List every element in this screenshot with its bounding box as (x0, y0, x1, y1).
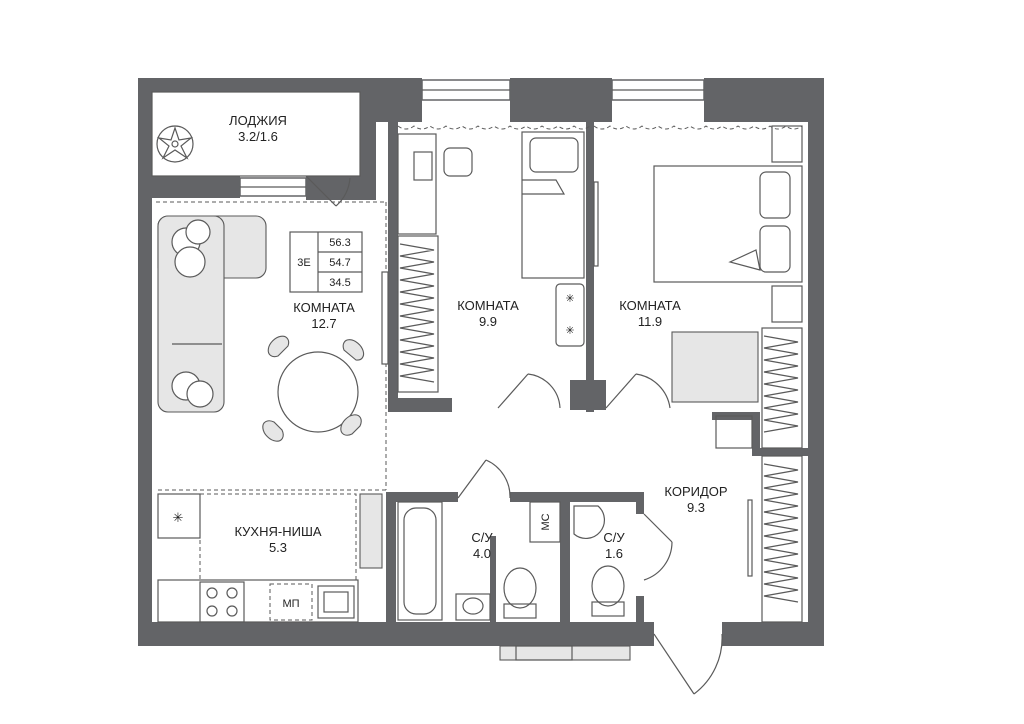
room-right-door[interactable] (605, 373, 671, 409)
sink-icon (317, 585, 355, 619)
bath-small-name: С/У (603, 530, 625, 545)
windows (152, 79, 705, 197)
sink-icon (455, 593, 491, 621)
svg-text:✳: ✳ (565, 293, 574, 305)
living-room: 3Е 56.3 54.7 34.5 КОМНАТА 12.7 (156, 201, 389, 491)
living-rooms-area: 34.5 (329, 277, 350, 289)
corridor-name: КОРИДОР (664, 484, 727, 499)
toilet-icon (503, 567, 537, 619)
desk-icon (397, 133, 473, 235)
kitchen-area: 5.3 (269, 540, 287, 555)
room-middle: ✳ ✳ КОМНАТА 9.9 (397, 125, 591, 409)
dining-table-icon (262, 335, 365, 442)
living-total-area: 54.7 (329, 257, 350, 269)
bath-small-area: 1.6 (605, 546, 623, 561)
sink-icon (573, 505, 606, 540)
room-right: КОМНАТА 11.9 (593, 125, 803, 449)
sofa-icon (157, 215, 267, 413)
bathroom-small-door[interactable] (643, 513, 673, 581)
balcony-door[interactable] (305, 175, 351, 207)
bed-icon (653, 165, 803, 283)
bathtub-icon (397, 501, 443, 621)
bathroom-small: С/У 1.6 (573, 505, 673, 617)
living-room-area: 12.7 (311, 316, 336, 331)
room-right-name: КОМНАТА (619, 298, 681, 313)
kitchen-name: КУХНЯ-НИША (234, 524, 321, 539)
floor-code: 3Е (297, 257, 310, 269)
dishwasher-label: МП (282, 598, 299, 610)
bathroom-large: МС С/У 4.0 (397, 459, 561, 621)
entrance-door[interactable] (653, 633, 723, 695)
wardrobe-icon (761, 327, 803, 449)
kitchen: ✳ МП КУХНЯ-НИША 5.3 (157, 493, 383, 623)
toilet-icon (591, 565, 625, 617)
walls (138, 78, 824, 646)
living-room-name: КОМНАТА (293, 300, 355, 315)
loggia-area: ЛОДЖИЯ 3.2/1.6 (151, 91, 361, 177)
loggia-area-value: 3.2/1.6 (238, 129, 278, 144)
corridor: КОРИДОР 9.3 (499, 455, 803, 695)
bathroom-door[interactable] (457, 459, 511, 499)
room-middle-name: КОМНАТА (457, 298, 519, 313)
stove-icon (199, 581, 245, 623)
bed-icon (521, 131, 585, 279)
room-middle-door[interactable] (497, 373, 561, 409)
bath-large-name: С/У (471, 530, 493, 545)
wardrobe-icon (397, 235, 439, 393)
plant-icon (156, 125, 194, 163)
room-middle-area: 9.9 (479, 314, 497, 329)
bath-large-area: 4.0 (473, 546, 491, 561)
sliding-door[interactable] (381, 271, 389, 365)
asterisk-icon: ✳ (173, 510, 184, 525)
total-area: 56.3 (329, 237, 350, 249)
washer-label: МС (540, 513, 552, 530)
svg-text:✳: ✳ (565, 325, 574, 337)
corridor-area: 9.3 (687, 500, 705, 515)
area-summary-table: 3Е 56.3 54.7 34.5 (289, 231, 363, 293)
room-right-area: 11.9 (638, 314, 662, 329)
wardrobe-icon (761, 455, 803, 623)
loggia-name: ЛОДЖИЯ (229, 113, 287, 128)
